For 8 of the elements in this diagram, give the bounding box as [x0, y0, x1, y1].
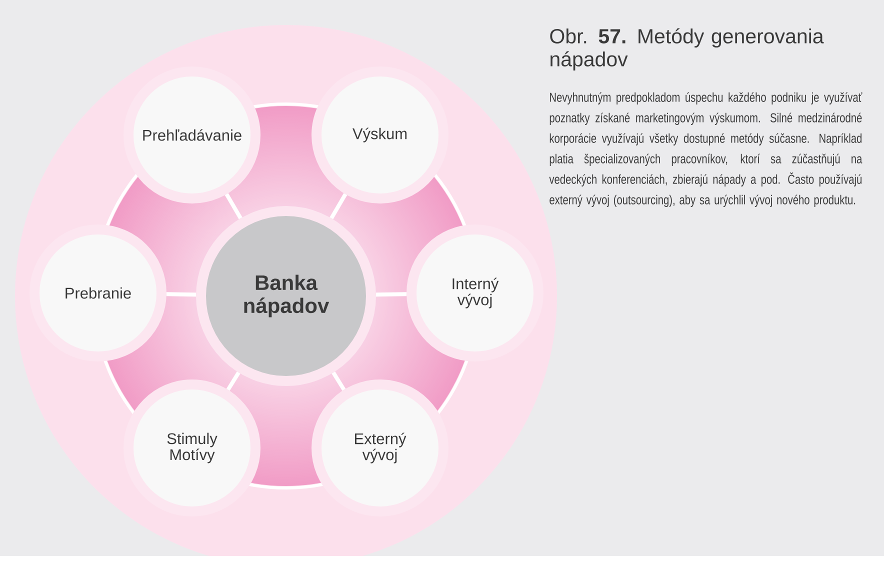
- spoke-line: [376, 292, 407, 297]
- figure-title: Obr. 57. Metódy generovania nápadov: [550, 28, 824, 71]
- body-paragraph: Nevyhnutným predpokladom úspechu každého podniku je využívať poznatky získané marketingovým výskumom. Silné medzinárodné korporácie využívajú všetky dostupné metódy súčasne. Napríklad platia špecializovaných pracovníkov, ktorí sa zúčastňujú na vedeckých konferenciách, zbierajú nápady a pod. Často používajú externý vývoj (outsourcing), aby sa urýchlil vývoj nového produktu.: [549, 92, 862, 207]
- spoke-line: [224, 193, 242, 220]
- spoke-line: [166, 292, 196, 297]
- spoke-line: [332, 372, 346, 391]
- spoke-line: [226, 372, 240, 391]
- spoke-line: [330, 193, 348, 220]
